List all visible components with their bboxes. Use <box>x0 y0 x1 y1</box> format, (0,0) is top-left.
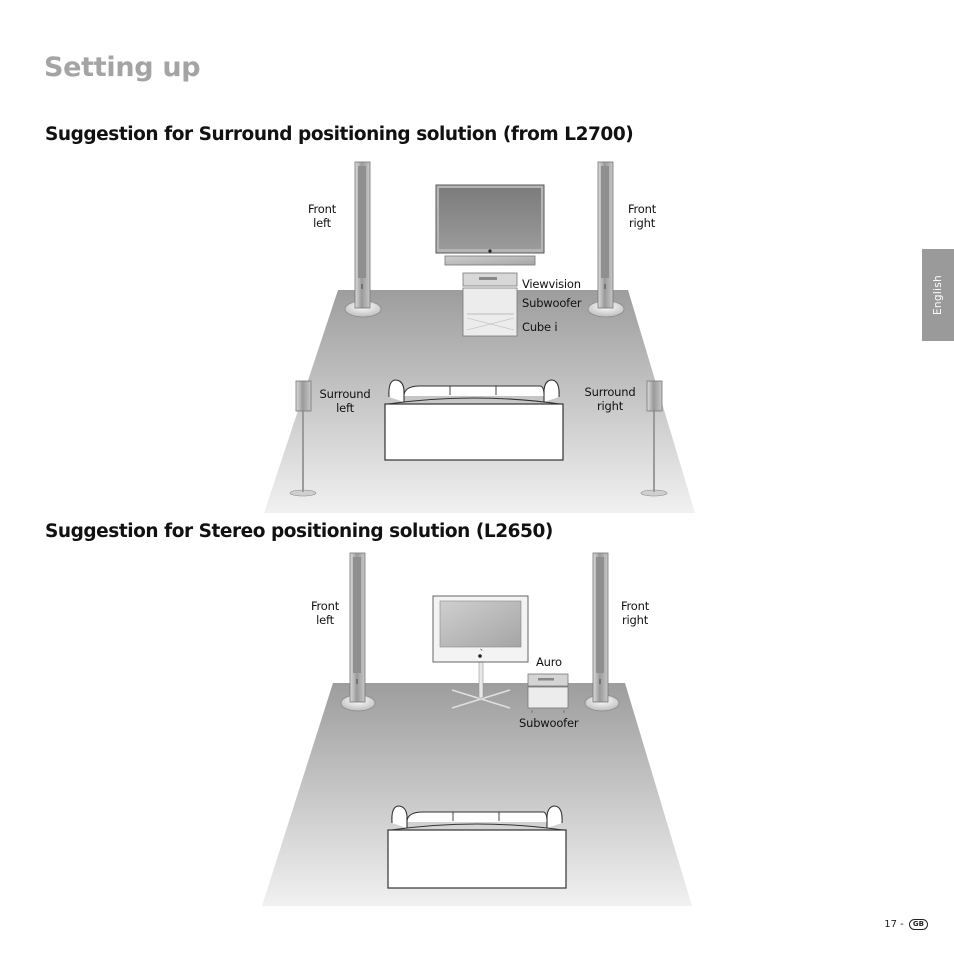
front-right-speaker <box>584 552 620 712</box>
surround-left-speaker <box>289 380 317 497</box>
country-badge: GB <box>908 919 928 930</box>
label-viewvision: Viewvision <box>522 277 581 291</box>
label-line: Surround <box>584 385 636 399</box>
front-right-speaker <box>587 161 625 318</box>
label-front-left: Front left <box>306 599 344 627</box>
stereo-heading: Suggestion for Stereo positioning soluti… <box>45 521 553 542</box>
page-number-text: 17 - <box>884 919 904 930</box>
language-tab-label: English <box>932 274 944 316</box>
front-left-speaker <box>340 552 376 712</box>
page-title: Setting up <box>44 52 201 83</box>
label-line: left <box>316 613 334 627</box>
label-cube: Cube i <box>522 320 558 334</box>
label-line: right <box>596 399 624 413</box>
label-auro: Auro <box>536 655 562 669</box>
label-line: right <box>628 216 656 230</box>
tv-auro <box>432 595 529 709</box>
surround-right-speaker <box>640 380 668 497</box>
label-front-left: Front left <box>304 202 340 230</box>
label-front-right: Front right <box>616 599 654 627</box>
stereo-diagram <box>262 552 692 906</box>
label-line: left <box>336 401 354 415</box>
front-left-speaker <box>344 161 382 318</box>
label-subwoofer: Subwoofer <box>519 716 579 730</box>
subwoofer <box>527 673 569 713</box>
cabinet <box>462 272 518 337</box>
label-surround-left: Surround left <box>316 387 374 415</box>
label-line: left <box>313 216 331 230</box>
room-floor <box>262 683 692 906</box>
tv-viewvision <box>435 184 545 266</box>
room-floor <box>264 290 695 513</box>
label-line: Front <box>310 599 340 613</box>
label-subwoofer: Subwoofer <box>522 296 582 310</box>
sofa <box>387 805 567 889</box>
surround-heading: Suggestion for Surround positioning solu… <box>45 124 634 145</box>
language-tab: English <box>922 249 954 341</box>
page-number: 17 - GB <box>884 919 928 930</box>
sofa <box>384 379 564 461</box>
label-surround-right: Surround right <box>581 385 639 413</box>
label-front-right: Front right <box>623 202 661 230</box>
label-line: right <box>621 613 649 627</box>
label-line: Front <box>307 202 337 216</box>
surround-diagram <box>264 161 695 513</box>
label-line: Front <box>627 202 657 216</box>
label-line: Front <box>620 599 650 613</box>
label-line: Surround <box>319 387 371 401</box>
